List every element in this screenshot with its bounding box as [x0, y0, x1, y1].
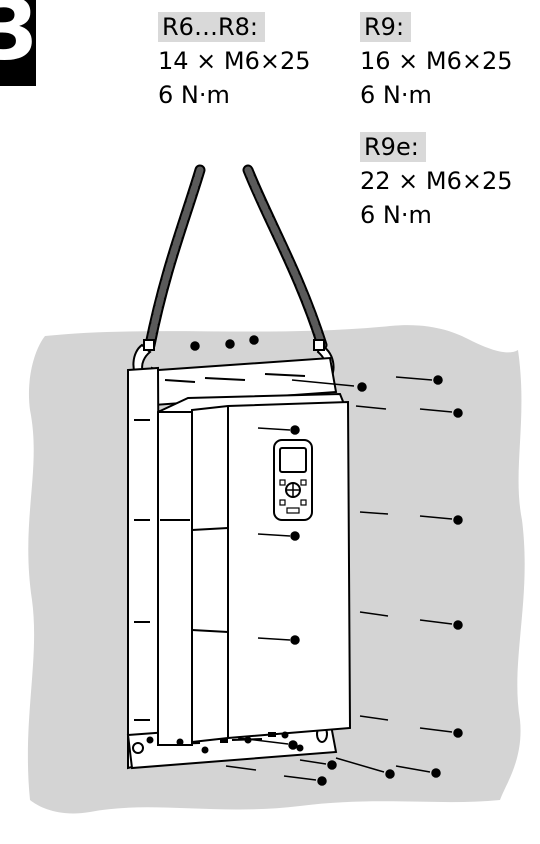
spec-r6-r8-screws: 14 × M6×25	[158, 47, 311, 75]
spec-r9-torque: 6 N·m	[360, 81, 432, 109]
bottom-fixings	[146, 731, 304, 754]
lifting-sling-left	[144, 164, 206, 351]
step-number-badge: 3	[0, 0, 36, 86]
cover-screws	[237, 425, 300, 750]
spec-r9-screws: 16 × M6×25	[360, 47, 513, 75]
drive-cabinet-top	[157, 392, 346, 413]
step-number: 3	[0, 0, 36, 79]
spec-r9: R9: 16 × M6×25 6 N·m	[360, 10, 513, 112]
spec-r6-r8-torque: 6 N·m	[158, 81, 230, 109]
lifting-sling-right	[242, 164, 328, 351]
spec-r6-r8: R6…R8: 14 × M6×25 6 N·m	[158, 10, 311, 112]
back-mounting-plate	[127, 366, 162, 770]
spec-r6-r8-frame: R6…R8:	[158, 12, 265, 42]
mounting-screws	[190, 335, 463, 786]
drive-cabinet-side	[157, 398, 193, 746]
control-panel	[273, 439, 313, 521]
drive-front-cover	[191, 400, 352, 744]
spec-r9e: R9e: 22 × M6×25 6 N·m	[360, 130, 513, 232]
spec-r9e-frame: R9e:	[360, 132, 426, 162]
spec-r9-frame: R9:	[360, 12, 412, 42]
spec-r9e-torque: 6 N·m	[360, 201, 432, 229]
spec-r9e-screws: 22 × M6×25	[360, 167, 513, 195]
